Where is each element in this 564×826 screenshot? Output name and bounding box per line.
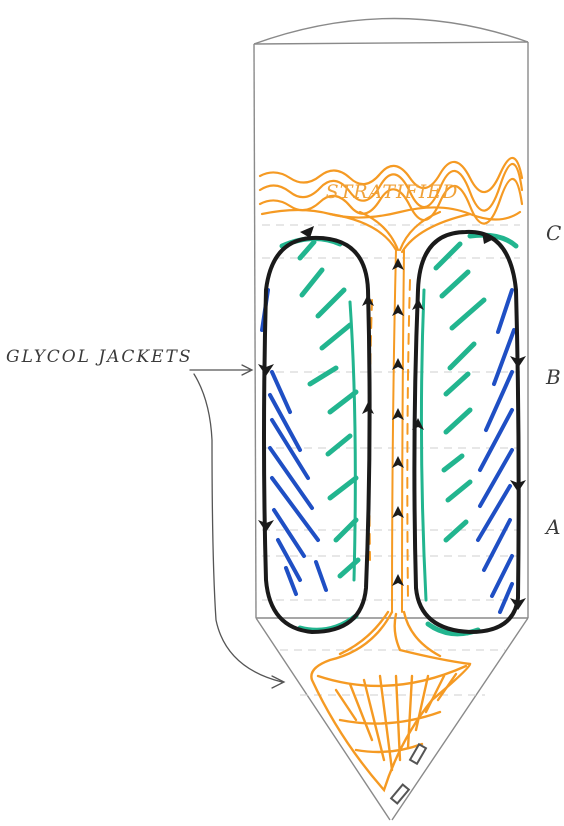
zone-label-b: B [545,365,561,389]
tank-dome [254,18,528,44]
glycol-jackets-label: GLYCOL JACKETS [6,347,193,367]
stratified-label: STRATIFIED [326,181,459,203]
tank-top-line [254,42,528,44]
cone-left [256,618,390,820]
rising-column [369,250,410,612]
valve-lower [391,785,409,804]
zone-label-c: C [546,221,561,245]
leader-to-cone [194,374,282,682]
tank-left-wall [254,44,256,618]
teal-fill-left [282,238,358,580]
glycol-jacket-left [262,290,326,594]
cone-sediment [311,612,470,790]
tank-outline [254,18,528,820]
zone-label-a: A [544,515,560,539]
glycol-jacket-right [478,290,514,612]
